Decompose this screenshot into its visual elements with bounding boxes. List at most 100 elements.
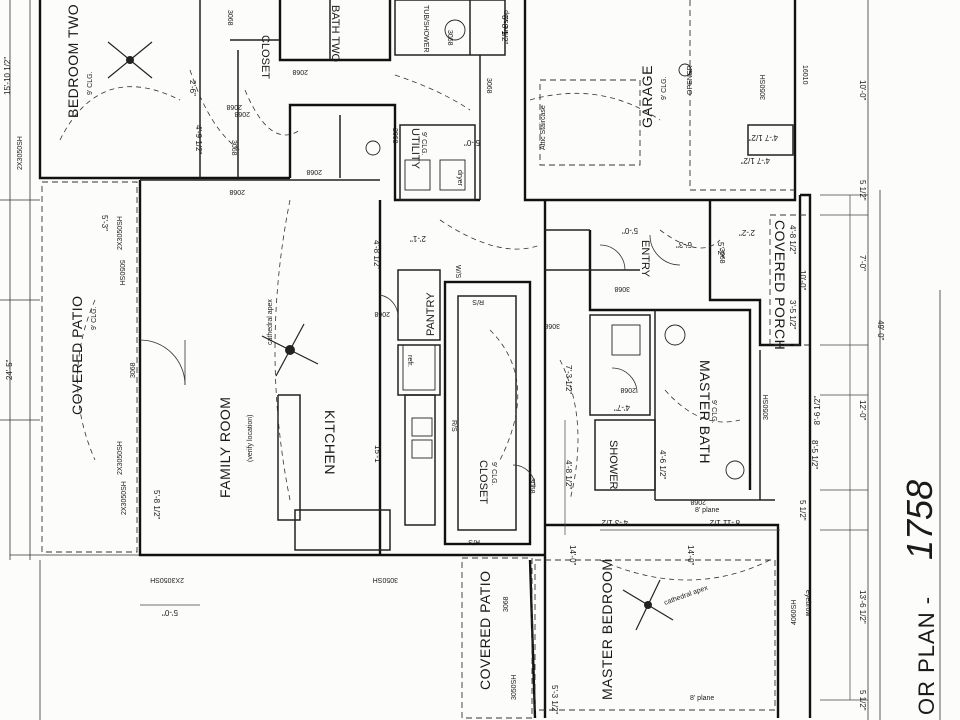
window-callout: 3050SH [763, 395, 770, 420]
fire-stop-note: fire stop [503, 10, 510, 35]
rs-note-3: R/S [468, 538, 480, 545]
door-callout: 3068 [544, 322, 560, 329]
room-label-pantry: PANTRY [425, 292, 437, 336]
room-label-garage: GARAGE [639, 65, 655, 128]
dimension-label: 3'-5 1/2" [788, 300, 797, 329]
rs-note-1: R/S [472, 298, 484, 305]
fixtures [365, 19, 745, 480]
dimension-label: 4'-7 1/2" [749, 133, 778, 142]
dimension-label: 4'-8 1/2" [564, 460, 573, 489]
room-label-covered-porch: COVERED PORCH [772, 220, 788, 350]
dimension-label: 8'-5 1/2" [810, 440, 819, 469]
plane-note-2: 8' plane [690, 695, 714, 702]
window-callout: 3050SH [373, 576, 398, 583]
door-callout: 3068 [718, 248, 725, 264]
dimension-label: 4'-3 1/2" [599, 518, 628, 527]
family-room-fan-note: (verify location) [247, 415, 254, 462]
dimension-label: 5'-8 1/2" [152, 490, 161, 519]
window-callout: 2X3050SH [117, 441, 124, 475]
dimension-label: 6'-3" [676, 240, 692, 249]
door-callout: 3068 [446, 30, 453, 46]
dimension-label: 2'-6" [188, 80, 197, 96]
dimension-label: 4'-7" [614, 403, 630, 412]
door-callout: 2068 [292, 68, 308, 75]
attic-staircase-label: Attic Staircase [540, 105, 547, 150]
window-callout: 2X3050SH [150, 576, 184, 583]
ceiling-fan-icon-family-room [261, 323, 319, 377]
dimension-label: 5'-3 1/2" [550, 685, 559, 714]
door-callout: 2068 [226, 103, 242, 110]
dimension-label: 7'-3 1/2" [564, 365, 573, 394]
door-callout: 2068 [391, 128, 398, 144]
door-callout: 3068 [230, 140, 237, 156]
dimension-label: 2'-1" [410, 234, 426, 243]
ws-note: W/S [454, 265, 461, 279]
dimension-label: 8'-6 1/2" [813, 396, 822, 425]
room-label-closet-top: CLOSET [259, 35, 271, 79]
ceiling-fan-icon-master-bedroom [622, 579, 674, 631]
garage-opener-label: OPENER [687, 65, 694, 95]
dimension-label: 15'-10 1/2" [3, 57, 12, 95]
room-label-family-room: FAMILY ROOM [217, 397, 233, 498]
window-callout: 2X3050SH [121, 481, 128, 515]
room-label-dryer: dryer [456, 170, 463, 187]
room-label-master-bedroom: MASTER BEDROOM [599, 558, 615, 700]
door-callout: 3068 [226, 10, 233, 26]
dimension-label: 2'-2" [739, 228, 755, 237]
door-callout: 2068 [234, 110, 250, 117]
dimension-label: 14'-0" [686, 545, 695, 566]
room-label-bath-two: BATH TWO [329, 5, 341, 62]
window-callout: 3050SH [511, 675, 518, 700]
dimension-label: 24'-5" [5, 359, 14, 380]
dimension-labels: 15'-10 1/2" 24'-5" 2'-6" 4'-9 1/2" 5'-0"… [3, 15, 885, 714]
dimension-label: 8'-11 1/2" [707, 518, 740, 527]
window-callout: 5050SH [118, 260, 125, 285]
room-label-covered-patio-left: COVERED PATIO [69, 295, 85, 415]
dimension-label: 10'-0" [858, 80, 867, 101]
dimension-label: 5'-0" [464, 138, 480, 147]
door-callout: 3068 [503, 596, 510, 612]
dimension-label: 5 1/2" [798, 500, 807, 521]
room-label-entry: ENTRY [639, 240, 651, 278]
door-callout: 2068 [374, 310, 390, 317]
door-callout: 16010 [801, 65, 808, 85]
window-callout: 4060SH [791, 600, 798, 625]
door-callout: 3068 [130, 362, 137, 378]
room-note-closet-main: 9' CLG. [490, 462, 497, 486]
door-callout: 2068 [620, 386, 636, 393]
room-note-utility: 9' CLG. [420, 132, 427, 156]
room-label-bedroom-two: BEDROOM TWO [65, 4, 81, 118]
dimension-label: 6'-8 1/2" [500, 15, 509, 44]
window-callout: 2X3050SH [17, 136, 24, 170]
room-note-bedroom-two: 9' CLG. [87, 71, 94, 95]
electrical-wiring [59, 69, 771, 581]
dimension-label: 15'-1" [373, 445, 382, 466]
door-callout: 2068 [306, 168, 322, 175]
door-swings [139, 234, 681, 488]
room-label-closet-main: CLOSET [477, 460, 489, 504]
door-callout: 3068 [614, 285, 630, 292]
room-note-covered-patio-left: 9' CLG. [91, 306, 98, 330]
door-callout: 2068 [229, 188, 245, 195]
dimension-label: 4'-7 1/2" [741, 156, 770, 165]
dimension-label: 49'-0" [876, 320, 885, 341]
dimension-label: 5'-0" [162, 608, 178, 617]
dimension-label: 5 1/2" [858, 690, 867, 711]
window-callouts: 2X3050SH 2X3050SH 2X3050SH 2X3050SH 2X30… [17, 75, 798, 700]
rs-note-2: R/S [450, 420, 457, 432]
cathedral-apex-note-master: cathedral apex [663, 584, 709, 606]
room-label-shower: SHOWER [607, 440, 619, 490]
ceiling-fan-icon-bedroom-two [107, 41, 153, 79]
room-label-refr: refr. [406, 355, 413, 367]
room-label-covered-patio-bottom: COVERED PATIO [477, 570, 493, 690]
door-callouts: 3068 2068 2068 3068 2068 2068 3068 2068 … [130, 10, 808, 612]
dimension-label: 4'-6 1/2" [658, 450, 667, 479]
room-labels: BEDROOM TWO 9' CLG. CLOSET BATH TWO TUB/… [65, 4, 811, 702]
dimension-lines [140, 194, 868, 701]
room-label-tub-shower: TUB/SHOWER [422, 5, 429, 52]
dimension-label: 4'-9 1/2" [194, 125, 203, 154]
door-callout: 2068 [690, 498, 706, 505]
room-note-garage: 9' CLG. [661, 76, 668, 100]
dimension-label: 4'-8 1/2" [788, 225, 797, 254]
